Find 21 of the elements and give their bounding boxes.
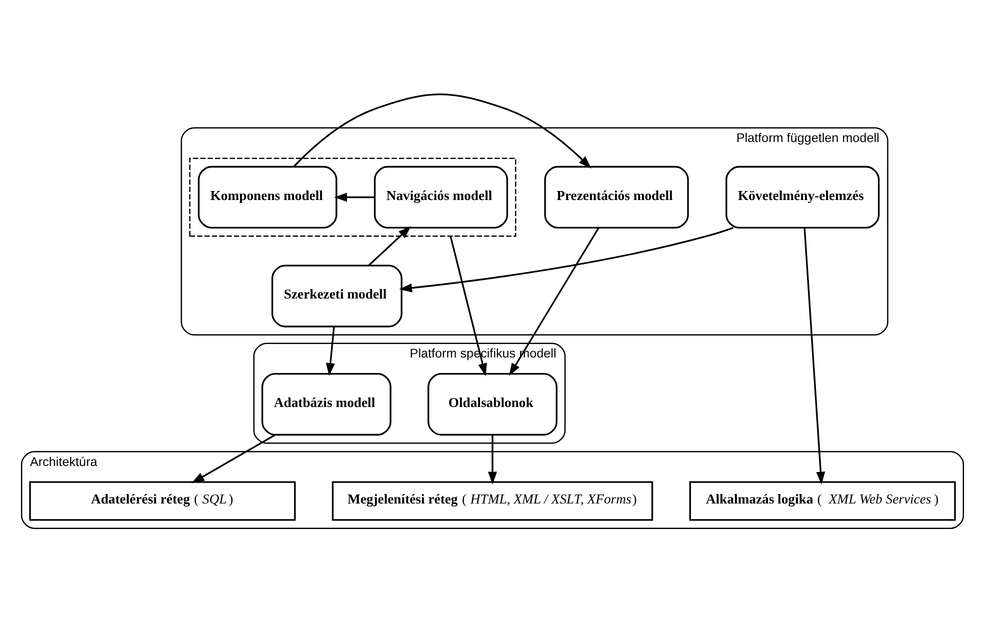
- arrow: [325, 326, 334, 376]
- node-box: Komponens modell: [197, 165, 337, 228]
- node-box: Adatbázis modell: [260, 372, 391, 436]
- arrow: [292, 93, 591, 168]
- node-box: Navigációs modell: [373, 165, 508, 228]
- arrow: [449, 235, 486, 376]
- node-box: Oldalsablonok: [427, 372, 557, 436]
- arrow: [488, 434, 496, 484]
- arrow: [368, 226, 411, 266]
- arrow: [334, 192, 374, 202]
- node-box: Megjelenítési réteg (HTML, XML / XSLT, XForms): [331, 480, 653, 520]
- arrow: [190, 434, 275, 483]
- arrow: [803, 227, 825, 484]
- arrow: [508, 227, 599, 376]
- cluster: [188, 157, 516, 236]
- node-box: Adatelérési réteg (SQL): [28, 480, 296, 520]
- node-box: Szerkezeti modell: [270, 264, 402, 327]
- arrow: [398, 226, 733, 292]
- node-box: Prezentációs modell: [544, 165, 688, 228]
- node-box: Alkalmazás logika ( XML Web Services): [688, 480, 956, 520]
- node-box: Követelmény-elemzés: [725, 165, 880, 228]
